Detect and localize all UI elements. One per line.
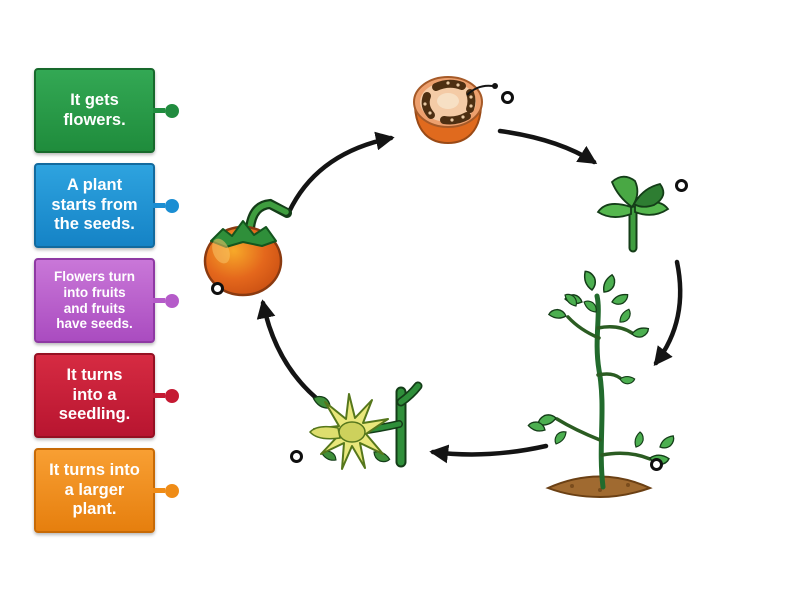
arrow-cut-to-seedling [497, 128, 598, 165]
label-text: A plant starts from the seeds. [51, 176, 138, 234]
label-connector-dot [165, 103, 179, 118]
label-text: It turns into a seedling. [58, 366, 131, 424]
label-connector [153, 388, 179, 403]
label-connector [153, 198, 179, 213]
connector-stub [153, 393, 165, 398]
arrow-flower-to-tomato [256, 299, 324, 405]
label-connector [153, 103, 179, 118]
seedling-icon [596, 175, 670, 253]
answer-slot-flower[interactable] [290, 450, 303, 463]
connector-stub [153, 298, 165, 303]
answer-slot-cut-tomato[interactable] [501, 91, 514, 104]
label-card-turns-into-seedling[interactable]: It turns into a seedling. [34, 353, 179, 438]
tomato-fruit-icon [203, 198, 292, 297]
label-text: It turns into a larger plant. [49, 461, 140, 519]
answer-slot-tomato-fruit[interactable] [211, 282, 224, 295]
connector-stub [153, 108, 165, 113]
arrow-tomato-to-cut [286, 131, 395, 215]
label-card-plant-starts-from-seeds[interactable]: A plant starts from the seeds. [34, 163, 179, 248]
label-connector-dot [165, 198, 179, 213]
leader-line [466, 84, 494, 96]
arrow-seedling-to-plant [653, 259, 683, 366]
arrow-plant-to-flower [429, 443, 549, 464]
mature-plant-icon [527, 269, 678, 499]
flower-icon [308, 381, 423, 470]
label-connector-dot [165, 483, 179, 498]
label-connector [153, 293, 179, 308]
cut-tomato-icon [413, 76, 498, 145]
label-text: Flowers turn into fruits and fruits have… [53, 268, 135, 332]
label-connector [153, 483, 179, 498]
cycle-arrows [256, 128, 683, 464]
label-card-it-gets-flowers[interactable]: It gets flowers. [34, 68, 179, 153]
label-text: It gets flowers. [63, 91, 126, 129]
label-connector-dot [165, 293, 179, 308]
connector-stub [153, 488, 165, 493]
connector-stub [153, 203, 165, 208]
label-connector-dot [165, 388, 179, 403]
label-card-flowers-turn-into-fruits[interactable]: Flowers turn into fruits and fruits have… [34, 258, 179, 343]
answer-slot-mature-plant[interactable] [650, 458, 663, 471]
answer-slot-seedling[interactable] [675, 179, 688, 192]
label-card-turns-into-larger-plant[interactable]: It turns into a larger plant. [34, 448, 179, 533]
